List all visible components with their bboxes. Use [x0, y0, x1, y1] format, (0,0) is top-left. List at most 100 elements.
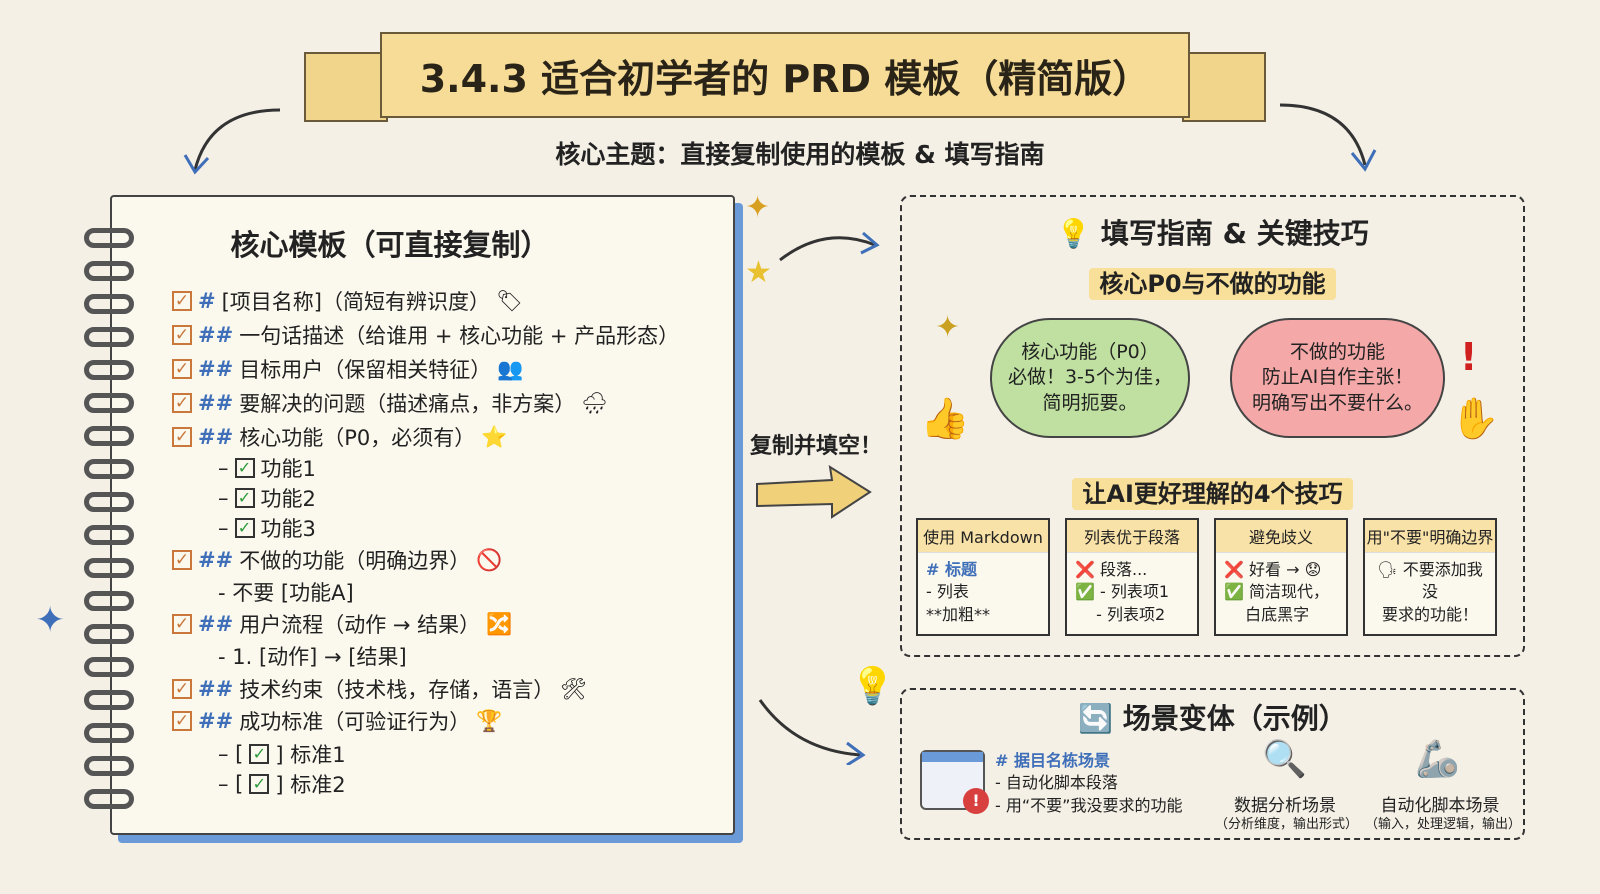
not-do-item: - 不要 [功能A] — [218, 581, 354, 605]
arrow-icon — [183, 108, 281, 175]
star-icon: ★ — [745, 255, 772, 290]
sparkle-icon: ✦ — [745, 190, 771, 225]
markdown-hash: # — [198, 289, 216, 313]
arrow-icon — [1279, 103, 1377, 172]
checkbox-icon: ✓ — [249, 744, 270, 764]
tip-card: 避免歧义❌ 好看 → 😟✅ 简洁现代， 白底黑字 — [1214, 518, 1348, 636]
tip-line: - 列表 — [926, 582, 969, 602]
spiral-ring — [84, 756, 134, 776]
spiral-ring — [84, 360, 134, 380]
checkbox-icon: ✓ — [172, 359, 192, 379]
tip-line: **加粗** — [926, 604, 991, 624]
template-item: ✓##要解决的问题（描述痛点，非方案）🌧 — [172, 388, 608, 418]
scenario-automation: 自动化脚本场景 — [1380, 796, 1500, 816]
criteria-text: ] 标准2 — [275, 773, 346, 797]
spiral-ring — [84, 492, 134, 512]
lightbulb-icon: 💡 — [850, 666, 895, 707]
template-item: ✓##用户流程（动作 → 结果）🔀 — [172, 609, 512, 639]
magnifier-chart-icon: 🔍 — [1262, 739, 1307, 780]
tip-card: 用"不要"明确边界🗣 不要添加我没要求的功能！ — [1363, 518, 1497, 636]
tip-line: 🗣 不要添加我没 — [1377, 560, 1483, 602]
feature-text: 功能1 — [260, 457, 316, 481]
tip-line: - 列表项2 — [1075, 604, 1166, 624]
checkbox-icon: ✓ — [172, 550, 192, 570]
template-item: ✓##一句话描述（给谁用 + 核心功能 + 产品形态） — [172, 320, 679, 350]
big-arrow-icon — [756, 464, 872, 519]
cloud-p0: 核心功能（P0）必做！3-5个为佳，简明扼要。 — [990, 318, 1190, 438]
cloud-line: 核心功能（P0） — [1021, 340, 1159, 363]
tools-icon: 🛠 — [560, 676, 587, 701]
flow-item: - 1. [动作] → [结果] — [218, 645, 407, 669]
criteria-text: ] 标准1 — [275, 743, 346, 767]
cloud-line: 必做！3-5个为佳， — [1007, 366, 1173, 389]
spiral-ring — [84, 393, 134, 413]
arrow-icon — [758, 699, 866, 765]
tip-title: 列表优于段落 — [1067, 520, 1197, 553]
cloud-line: 明确写出不要什么。 — [1251, 391, 1423, 414]
guide-title: 💡 填写指南 & 关键技巧 — [900, 212, 1525, 252]
scenarios-title-text: 场景变体（示例） — [1122, 702, 1347, 735]
robot-arm-icon: 🦾 — [1415, 739, 1460, 780]
tip-line: 白底黑字 — [1224, 604, 1310, 624]
title-banner: 3.4.3 适合初学者的 PRD 模板（精简版） — [304, 32, 1266, 122]
tip-line: ❌ 段落... — [1075, 560, 1148, 579]
raised-hand-icon: ✋ — [1450, 396, 1500, 442]
sparkle-icon: ✦ — [35, 600, 66, 641]
markdown-hash: ## — [198, 709, 234, 733]
item-text: [项目名称]（简短有辨识度） — [221, 290, 490, 314]
guide-panel — [900, 195, 1525, 657]
checkbox-icon: ✓ — [249, 774, 270, 794]
tip-card: 使用 Markdown# 标题- 列表**加粗** — [916, 518, 1050, 636]
checkbox-icon: ✓ — [172, 614, 192, 634]
users-icon: 👥 — [497, 356, 524, 381]
star-icon: ⭐ — [481, 424, 508, 449]
tip-line: ✅ - 列表项1 — [1075, 582, 1170, 602]
browser-chart-icon: ! — [920, 750, 989, 814]
checkbox-icon: ✓ — [172, 325, 192, 345]
spiral-ring — [84, 261, 134, 281]
markdown-hash: ## — [198, 612, 234, 636]
spiral-ring — [84, 591, 134, 611]
markdown-hash: ## — [198, 391, 234, 415]
tip-card: 列表优于段落 ❌ 段落... ✅ - 列表项1 - 列表项2 — [1065, 518, 1199, 636]
checkbox-icon: ✓ — [172, 711, 192, 731]
tag-icon: 🏷 — [496, 288, 523, 313]
criteria-item: – [✓] 标准2 — [218, 769, 346, 799]
section-p0: 核心P0与不做的功能 — [1089, 268, 1336, 300]
example-line: - 用“不要”我没要求的功能 — [995, 795, 1183, 815]
cloud-line: 不做的功能 — [1289, 340, 1385, 363]
subtitle: 核心主题：直接复制使用的模板 & 填写指南 — [555, 140, 1045, 169]
feature-item: – ✓功能1 — [218, 453, 316, 483]
spiral-ring — [84, 657, 134, 677]
scenario-note: （输入，处理逻辑，输出） — [1365, 817, 1522, 833]
scenario-data-analysis: 数据分析场景 — [1234, 796, 1336, 816]
feature-item: – ✓功能3 — [218, 513, 316, 543]
markdown-hash: ## — [198, 677, 234, 701]
spiral-ring — [84, 525, 134, 545]
spiral-ring — [84, 624, 134, 644]
item-text: 不做的功能（明确边界） — [239, 549, 471, 573]
checkbox-icon: ✓ — [172, 393, 192, 413]
template-item: ✓ ##不做的功能（明确边界）🚫 — [172, 545, 502, 575]
feature-text: 功能2 — [260, 487, 316, 511]
guide-title-text: 填写指南 & 关键技巧 — [1100, 217, 1369, 250]
arrow-icon — [779, 231, 880, 262]
no-entry-icon: 🚫 — [476, 547, 503, 572]
scenario-note: （分析维度，输出形式） — [1215, 817, 1359, 833]
feature-item: – ✓功能2 — [218, 483, 316, 513]
spiral-ring — [84, 459, 134, 479]
page-title: 3.4.3 适合初学者的 PRD 模板（精简版） — [419, 56, 1151, 101]
scenarios-title: 🔄 场景变体（示例） — [900, 697, 1525, 737]
item-text: 技术约束（技术栈，存储，语言） — [239, 678, 555, 702]
markdown-hash: ## — [198, 548, 234, 572]
tip-line: ❌ 好看 → 😟 — [1224, 560, 1322, 579]
feature-text: 功能3 — [260, 517, 316, 541]
spiral-ring — [84, 327, 134, 347]
tip-title: 使用 Markdown — [918, 520, 1048, 553]
template-item: ✓##核心功能（P0，必须有）⭐ — [172, 422, 507, 452]
exclamation-icon: ! — [1460, 335, 1478, 379]
spiral-ring — [84, 723, 134, 743]
checkbox-icon: ✓ — [172, 427, 192, 447]
checkbox-icon: ✓ — [172, 291, 192, 311]
example-line: - 自动化脚本段落 — [995, 773, 1118, 793]
